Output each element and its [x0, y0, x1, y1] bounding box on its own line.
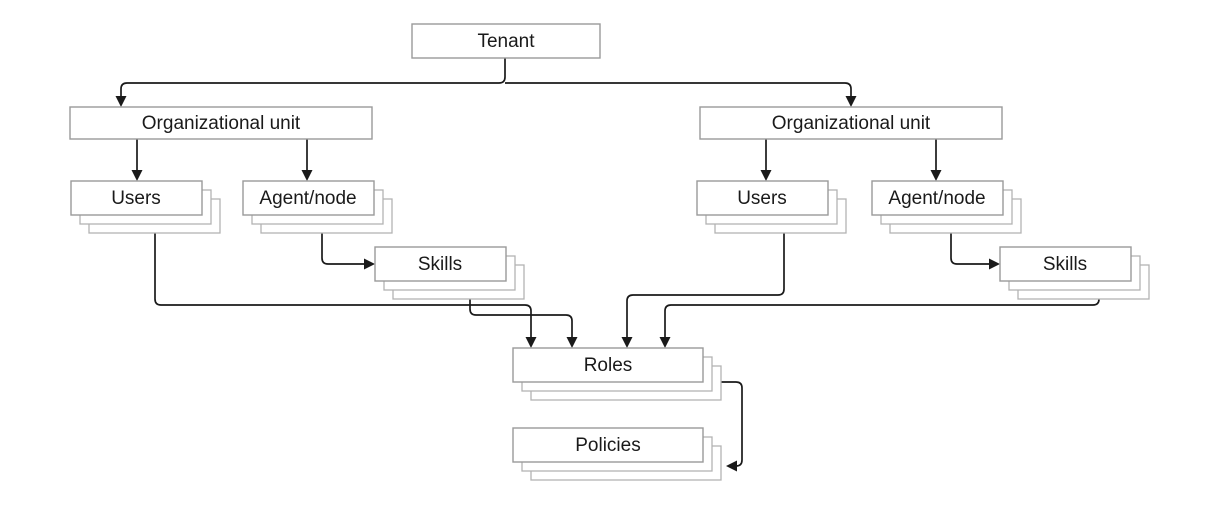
node-agent-right[interactable]: Agent/node — [871, 180, 1022, 234]
node-policies[interactable]: Policies — [512, 427, 722, 481]
node-org-unit-left[interactable]: Organizational unit — [69, 106, 373, 140]
arrowhead-agent-left — [301, 170, 313, 181]
arrowhead-roles-1 — [525, 337, 537, 348]
node-skills-right[interactable]: Skills — [999, 246, 1150, 300]
arrowhead-roles-4 — [659, 337, 671, 348]
arrowhead-org-unit-right — [845, 96, 857, 107]
edge-skills-right-to-roles — [664, 298, 1100, 341]
arrowhead-skills-right — [989, 258, 1000, 270]
skills-left-box — [374, 246, 507, 282]
agent-right-box — [871, 180, 1004, 216]
roles-label: Roles — [584, 355, 633, 376]
users-left-box — [70, 180, 203, 216]
skills-left-label: Skills — [418, 254, 462, 275]
policies-box — [512, 427, 704, 463]
edge-tenant-to-org-units — [120, 58, 506, 100]
arrowhead-roles-2 — [566, 337, 578, 348]
skills-right-label: Skills — [1043, 254, 1087, 275]
users-right-box — [696, 180, 829, 216]
agent-left-box — [242, 180, 375, 216]
users-right-label: Users — [737, 188, 787, 209]
org-unit-left-label: Organizational unit — [142, 113, 301, 134]
node-agent-left[interactable]: Agent/node — [242, 180, 393, 234]
arrowhead-policies — [726, 460, 737, 472]
skills-right-box — [999, 246, 1132, 282]
node-tenant[interactable]: Tenant — [411, 23, 601, 59]
arrowhead-users-right — [760, 170, 772, 181]
arrowhead-users-left — [131, 170, 143, 181]
org-unit-right-label: Organizational unit — [772, 113, 931, 134]
tenant-box — [411, 23, 601, 59]
edge-agent-right-to-skills-right — [950, 233, 993, 265]
agent-left-label: Agent/node — [259, 188, 356, 209]
arrowhead-skills-left — [364, 258, 375, 270]
arrowhead-agent-right — [930, 170, 942, 181]
edge-users-left-to-roles — [154, 233, 532, 341]
arrowhead-org-unit-left — [115, 96, 127, 107]
edge-agent-left-to-skills-left — [321, 233, 368, 265]
edge-users-right-to-roles — [626, 233, 785, 341]
org-unit-right-box — [699, 106, 1003, 140]
node-roles[interactable]: Roles — [512, 347, 722, 401]
node-org-unit-right[interactable]: Organizational unit — [699, 106, 1003, 140]
roles-box — [512, 347, 704, 383]
policies-label: Policies — [575, 435, 640, 456]
users-left-label: Users — [111, 188, 161, 209]
tenant-label: Tenant — [477, 31, 535, 52]
node-users-left[interactable]: Users — [70, 180, 221, 234]
org-unit-left-box — [69, 106, 373, 140]
edge-roles-to-policies — [721, 381, 743, 467]
connector-layer — [115, 58, 1100, 472]
arrowhead-roles-3 — [621, 337, 633, 348]
edge-tenant-to-org-unit-right — [505, 82, 852, 100]
edge-skills-left-to-roles — [469, 299, 573, 341]
agent-right-label: Agent/node — [888, 188, 985, 209]
node-users-right[interactable]: Users — [696, 180, 847, 234]
node-skills-left[interactable]: Skills — [374, 246, 525, 300]
